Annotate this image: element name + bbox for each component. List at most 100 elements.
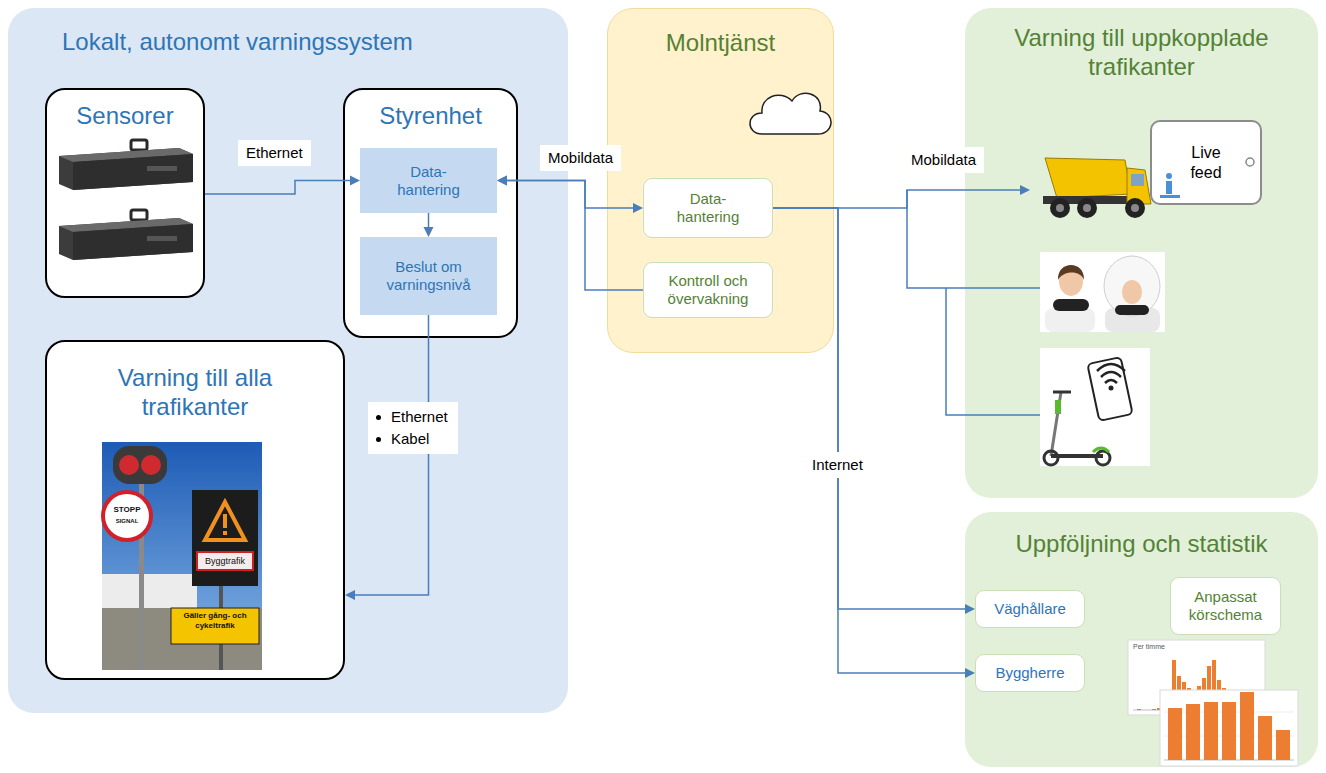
illustration-part [1051,392,1061,456]
connector-line [428,213,430,228]
weekday-chart [1160,690,1298,766]
output-box: Anpassat körschema [1170,577,1281,635]
illustration-part [1053,299,1089,311]
illustration-part [1125,198,1145,218]
tablet-icons [1152,122,1260,203]
sign-text: SIGNAL [103,517,151,525]
box-title: Varning till alla trafikanter [80,342,310,422]
panel-title: Uppföljning och statistik [972,512,1312,559]
illustration-part [131,210,147,220]
illustration-part [1152,709,1156,710]
list-item: Kabel [391,428,429,450]
box-label: Anpassat körschema [1178,588,1273,624]
illustration-part [147,236,177,241]
illustration-part [1104,256,1160,316]
bullet-dot [376,437,381,442]
illustration-part [102,442,262,670]
illustration-part [59,218,193,260]
sensor-device [59,140,193,190]
box-label: Väghållare [994,600,1066,618]
illustration-part [1137,709,1141,710]
illustration-part [1166,173,1172,179]
illustration-part [73,154,193,190]
illustration-part [1077,198,1097,218]
service-box: Data- hantering [643,178,773,238]
illustration-part [1168,692,1290,760]
recipient-box: Väghållare [975,590,1085,628]
illustration-part [1276,730,1290,760]
photo-illustration [47,342,343,678]
illustration-part [1204,702,1218,760]
illustration-part [1258,716,1272,760]
sign-text: Gäller gång- och cykeltrafik [173,611,257,631]
region-panel: Uppföljning och statistikVäghållareByggh… [965,512,1318,767]
illustration-part [1045,308,1095,332]
bullet-dot [376,415,381,420]
list-row: Ethernet [376,406,448,428]
component-box: Sensorer [45,88,205,298]
region-panel: Lokalt, autonomt varningssystem Sensorer… [8,8,568,713]
box-label: Data- hantering [389,163,469,199]
illustration-part [1131,174,1144,186]
illustration-part [102,574,197,608]
illustration-part [192,490,258,586]
region-panel: MolntjänstData- hanteringKontroll och öv… [607,8,834,353]
sign-text: Byggtrafik [197,554,253,568]
illustration-part [141,455,161,475]
edge-label: Mobildata [903,147,984,173]
illustration-part [1122,280,1142,304]
box-title: Sensorer [47,90,203,131]
illustration-part [1186,704,1200,760]
illustration-part [1050,198,1070,218]
illustration-part [1056,204,1064,212]
list-row: Kabel [376,428,448,450]
road-user-illustration [965,8,1318,498]
scooter-phone-picture [1040,348,1150,466]
recipient-box: Byggherre [975,654,1085,692]
sign-text: STOPP [103,505,151,515]
illustration-part [1115,305,1149,315]
edge-label: Ethernet [238,140,311,166]
illustration-part [1131,204,1139,212]
illustration-part [1040,348,1150,466]
illustration-part [1040,252,1165,332]
illustration-part [750,93,831,134]
illustration-part [131,140,147,150]
illustration-part [102,608,262,670]
label-list: EthernetKabel [368,402,458,454]
illustration-part [1109,386,1114,391]
region-panel: Varning till uppkopplade trafikanter Liv… [965,8,1318,498]
box-label: Byggherre [995,664,1064,682]
tablet-screen: Live feed [1150,120,1262,205]
box-label: Kontroll och övervakning [656,272,761,308]
illustration-part [1096,451,1110,465]
illustration-part [1053,391,1071,394]
illustration-part [1127,168,1151,204]
illustration-part [113,446,167,484]
illustration-part [1083,204,1091,212]
service-box: Kontroll och övervakning [643,262,773,318]
axis-label: Per timme [1133,642,1193,651]
box-label: Live feed [1184,143,1229,181]
box-label: Beslut om varningsnivå [376,258,481,294]
illustration-part [1246,158,1254,166]
process-box: Beslut om varningsnivå [360,237,497,315]
panel-title: Molntjänst [608,9,833,58]
illustration-part [1087,357,1132,421]
illustration-part [1222,702,1236,760]
sensor-device [59,210,193,260]
process-box: Data- hantering [360,148,497,213]
illustration-part [1097,364,1125,371]
edge-label: Mobildata [540,145,621,171]
illustration-part [223,514,227,528]
illustration-part [1166,181,1172,194]
illustration-part [1058,265,1084,280]
panel-title: Lokalt, autonomt varningssystem [8,8,568,57]
illustration-part [223,531,227,535]
illustration-part [1240,692,1254,760]
illustration-part [1168,708,1182,760]
box-title: Styrenhet [345,90,516,131]
illustration-part [1160,690,1298,766]
illustration-part [1055,400,1061,414]
airbag-helmet-picture [1040,252,1165,332]
